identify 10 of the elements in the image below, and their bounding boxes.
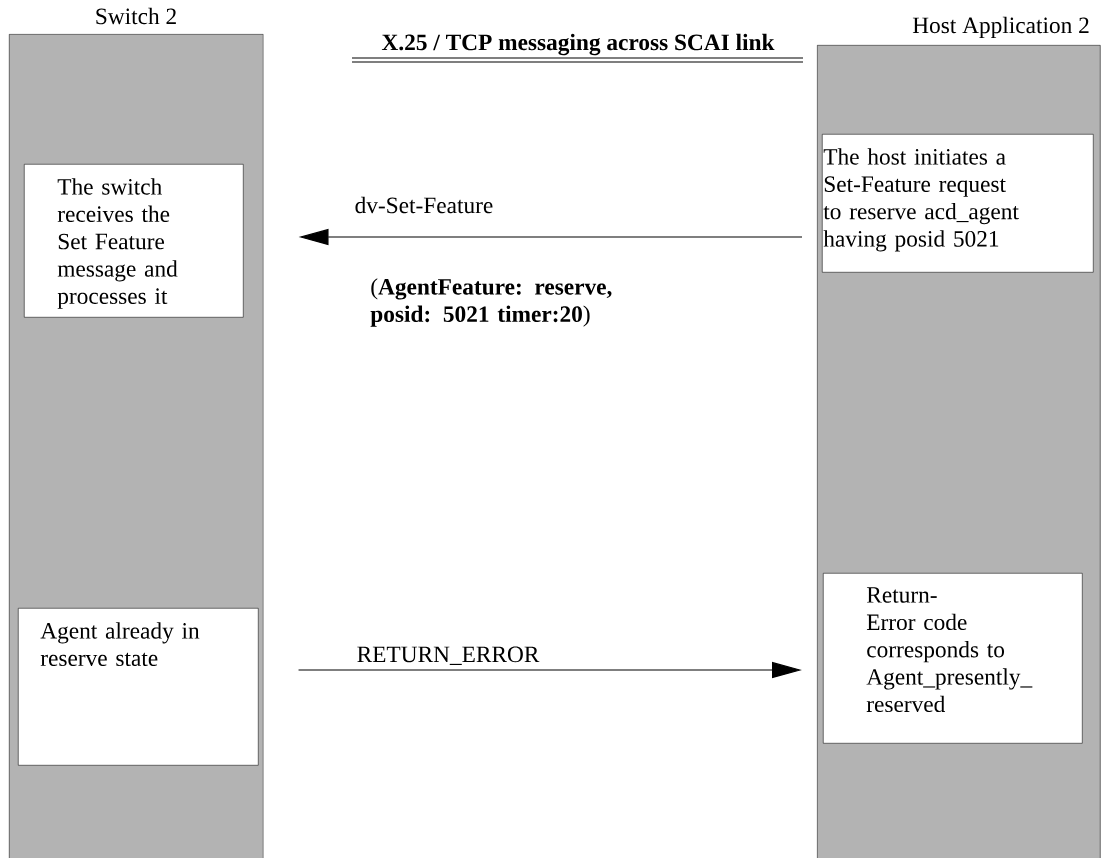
node-label: Host Application 2 <box>912 16 1089 38</box>
message-parameters: (AgentFeature: reserve, posid: 5021 timer:20) <box>370 278 612 327</box>
step-box: Agent already in reserve state <box>18 608 259 766</box>
node-label: Switch 2 <box>96 7 176 25</box>
title: X.25 / TCP messaging across SCAI link <box>351 33 804 63</box>
step-box: The host initiates a Set-Feature request to reserve acd_agent having posid 5021 <box>822 134 1094 273</box>
step-box: Return-Error code corresponds to Agent_presently_ reserved <box>823 573 1083 744</box>
message-label: RETURN_ERROR <box>355 645 541 667</box>
message-label: dv-Set-Feature <box>353 195 495 215</box>
step-box: The switch receives the Set Feature message and processes it <box>24 164 244 318</box>
